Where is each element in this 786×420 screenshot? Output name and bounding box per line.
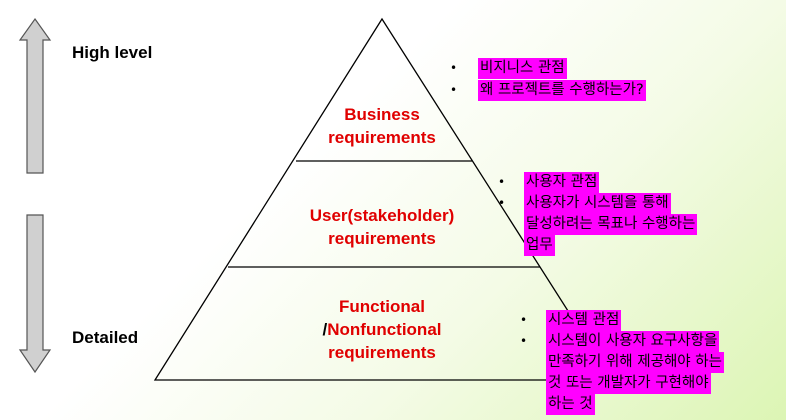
note-text: 만족하기 위해 제공해야 하는 [546, 352, 724, 373]
note-text: 달성하려는 목표나 수행하는 [524, 214, 698, 235]
tier-business-line1: Business [344, 105, 420, 124]
note-text: 업무 [524, 235, 555, 256]
tier-functional-line2: /Nonfunctional [282, 318, 482, 341]
bullet-icon: • [450, 83, 458, 97]
bullet-icon: • [520, 334, 528, 348]
high-level-label: High level [72, 43, 153, 62]
arrow-down-icon [18, 214, 52, 374]
note-text: 하는 것 [546, 394, 595, 415]
detailed-label: Detailed [72, 328, 139, 347]
tier-functional: Functional /Nonfunctional requirements [282, 295, 482, 364]
pyramid-diagram [153, 17, 614, 381]
note-text: 시스템이 사용자 요구사항을 [546, 331, 720, 352]
note-text: 사용자가 시스템을 통해 [524, 193, 671, 214]
tier-user: User(stakeholder) requirements [272, 204, 492, 250]
tier-user-line1: User(stakeholder) [309, 206, 455, 225]
tier-business: Business requirements [302, 103, 462, 149]
bullet-icon: • [498, 175, 506, 189]
bullet-icon: • [450, 61, 458, 75]
tier-functional-slash: / [322, 320, 328, 339]
bullet-icon: • [520, 313, 528, 327]
tier-functional-line3: requirements [328, 343, 436, 362]
tier-functional-nonfunctional: Nonfunctional [327, 320, 442, 339]
note-text: 사용자 관점 [524, 172, 600, 193]
arrow-up-icon [18, 17, 52, 174]
tier-business-line2: requirements [328, 128, 436, 147]
note-text: 것 또는 개발자가 구현해야 [546, 373, 711, 394]
tier-functional-line1: Functional [339, 297, 425, 316]
note-text: 시스템 관점 [546, 310, 622, 331]
tier-user-line2: requirements [328, 229, 436, 248]
bullet-icon: • [498, 196, 506, 210]
note-text: 비지니스 관점 [478, 58, 567, 79]
note-text: 왜 프로젝트를 수행하는가? [478, 80, 646, 101]
